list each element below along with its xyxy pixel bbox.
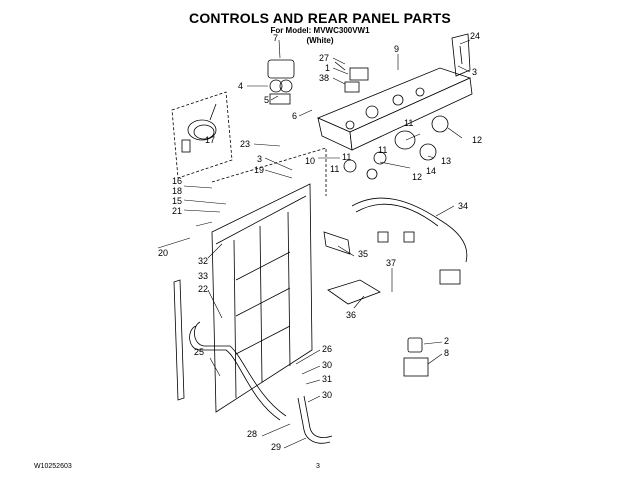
callout-30b: 30 xyxy=(322,390,332,400)
callout-16: 16 xyxy=(172,176,182,186)
callout-27: 27 xyxy=(319,53,329,63)
side-trim-drawing xyxy=(173,279,185,401)
callout-labels: 7 4 5 6 27 1 38 9 24 3 11 12 13 14 11 11… xyxy=(158,31,482,452)
callout-7: 7 xyxy=(273,33,278,43)
callout-20: 20 xyxy=(158,248,168,258)
end-cap-bracket-drawing xyxy=(451,33,471,77)
callout-8: 8 xyxy=(444,348,449,358)
callout-1: 1 xyxy=(325,63,330,73)
pump-bracket-drawing xyxy=(323,231,381,305)
callout-9: 9 xyxy=(394,44,399,54)
callout-2: 2 xyxy=(444,336,449,346)
callout-4: 4 xyxy=(238,81,243,91)
callout-34: 34 xyxy=(458,201,468,211)
callout-21: 21 xyxy=(172,206,182,216)
callout-3: 3 xyxy=(472,67,477,77)
callout-31: 31 xyxy=(322,374,332,384)
callout-6: 6 xyxy=(292,111,297,121)
callout-11d: 11 xyxy=(330,164,339,174)
fill-hose-drawing xyxy=(297,395,333,444)
callout-11c: 11 xyxy=(342,152,351,162)
page-title: CONTROLS AND REAR PANEL PARTS xyxy=(189,10,451,26)
page-number: 3 xyxy=(316,463,320,470)
power-cord-box xyxy=(171,91,233,179)
callout-33: 33 xyxy=(198,271,208,281)
document-number: W10252603 xyxy=(34,463,72,470)
callout-37: 37 xyxy=(386,258,396,268)
inlet-valve-drawing xyxy=(403,337,429,377)
control-knobs-drawing xyxy=(343,115,449,180)
callout-15: 15 xyxy=(172,196,182,206)
callout-17: 17 xyxy=(205,135,215,145)
callout-14: 14 xyxy=(426,166,436,176)
callout-10: 10 xyxy=(305,156,315,166)
callout-12: 12 xyxy=(472,135,482,145)
callout-28: 28 xyxy=(247,429,257,439)
callout-32: 32 xyxy=(198,256,208,266)
callout-5: 5 xyxy=(264,95,269,105)
callout-38: 38 xyxy=(319,73,329,83)
callout-11b: 11 xyxy=(378,145,387,155)
callout-26: 26 xyxy=(322,344,332,354)
callout-13: 13 xyxy=(441,156,451,166)
callout-3b: 3 xyxy=(257,154,262,164)
timer-assembly-drawing xyxy=(267,59,295,105)
callout-24: 24 xyxy=(470,31,480,41)
switch-assembly-drawing xyxy=(334,61,369,93)
callout-19: 19 xyxy=(254,165,264,175)
wire-harness-drawing xyxy=(351,197,468,285)
rear-panel-dashed-box xyxy=(211,147,327,196)
callout-30: 30 xyxy=(322,360,332,370)
callout-22: 22 xyxy=(198,284,208,294)
model-subtitle: For Model: MVWC300VW1 xyxy=(270,26,370,35)
callout-25: 25 xyxy=(194,347,204,357)
callout-35: 35 xyxy=(358,249,368,259)
callout-18: 18 xyxy=(172,186,182,196)
callout-12b: 12 xyxy=(412,172,422,182)
drain-hose-drawing xyxy=(189,321,287,421)
color-subtitle: (White) xyxy=(306,36,334,45)
rear-panel-drawing xyxy=(211,183,313,413)
console-panel-drawing xyxy=(316,67,473,151)
power-cord-drawing xyxy=(181,103,217,153)
callout-23: 23 xyxy=(240,139,250,149)
leader-lines xyxy=(157,39,471,449)
callout-11: 11 xyxy=(404,118,413,128)
callout-29: 29 xyxy=(271,442,281,452)
callout-36: 36 xyxy=(346,310,356,320)
